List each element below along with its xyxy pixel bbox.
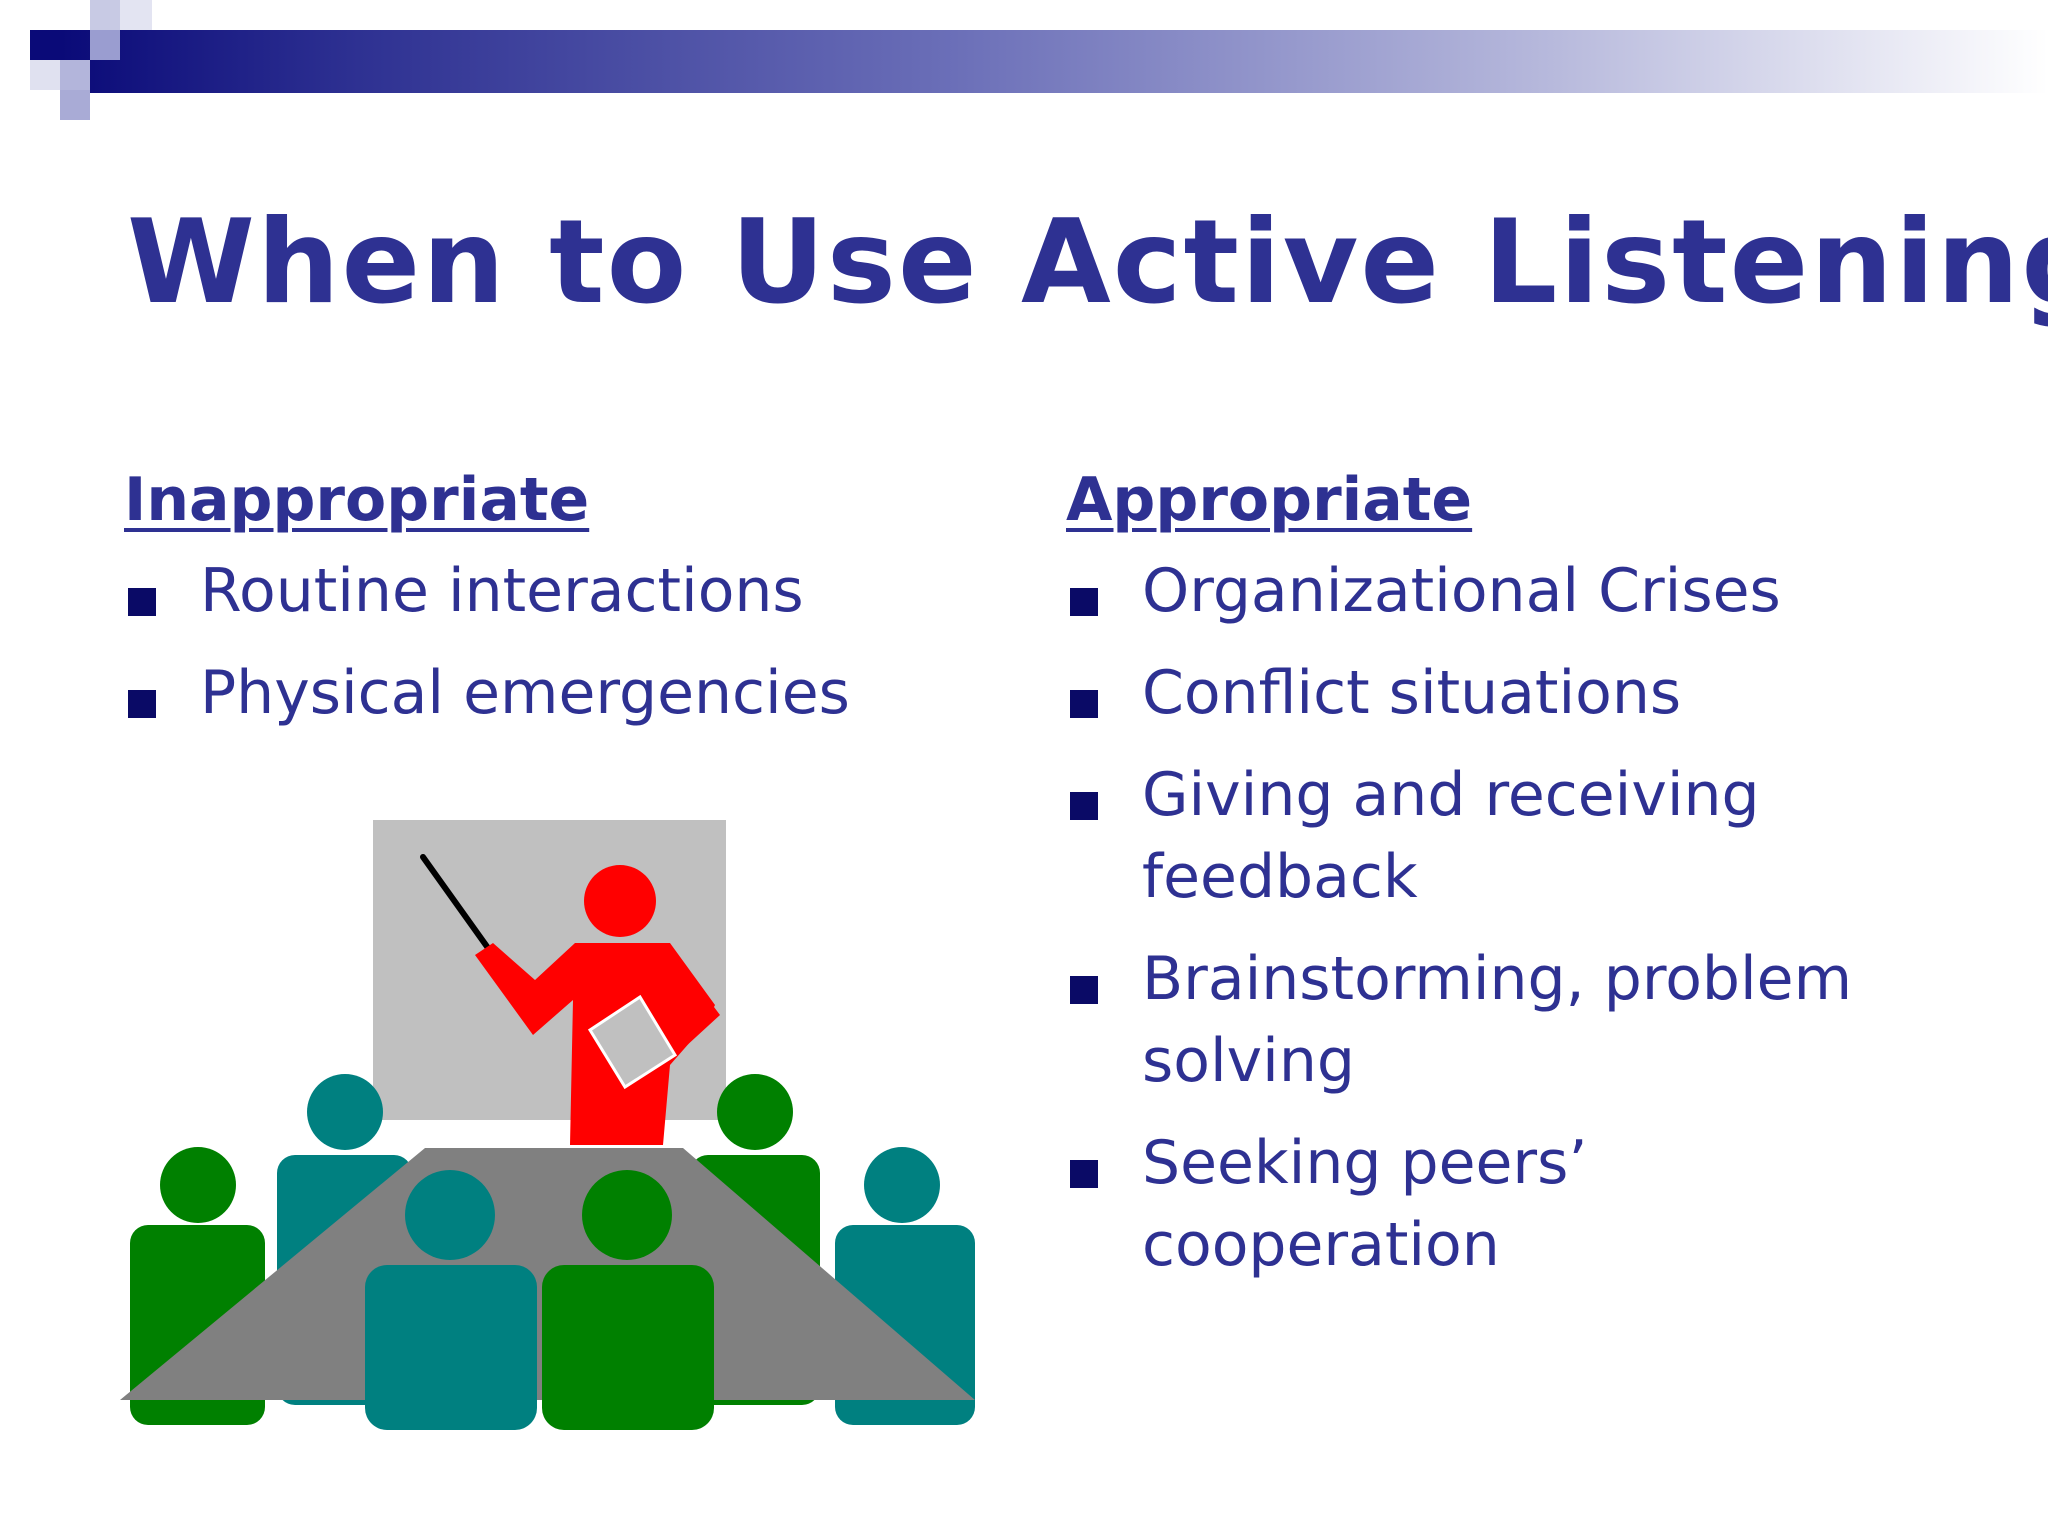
header-square-decoration — [60, 60, 90, 90]
appropriate-column: Appropriate Organizational Crises Confli… — [1066, 460, 2016, 1306]
list-item: Organizational Crises — [1066, 550, 2016, 632]
slide-title: When to Use Active Listening — [127, 195, 2048, 330]
inappropriate-column: Inappropriate Routine interactions Physi… — [124, 460, 1024, 754]
header-square-decoration — [30, 60, 60, 90]
square-bullet-icon — [1070, 1160, 1098, 1188]
header-square-decoration — [30, 30, 60, 60]
inappropriate-heading: Inappropriate — [124, 465, 590, 535]
presenter-clipboard — [587, 994, 678, 1090]
header-square-decoration — [60, 90, 90, 120]
header-square-decoration — [120, 0, 152, 30]
list-item: Seeking peers’ cooperation — [1066, 1122, 1702, 1286]
square-bullet-icon — [1070, 976, 1098, 1004]
square-bullet-icon — [1070, 792, 1098, 820]
appropriate-list: Organizational Crises Conflict situation… — [1066, 550, 2016, 1286]
inappropriate-list: Routine interactions Physical emergencie… — [124, 550, 1024, 734]
square-bullet-icon — [128, 588, 156, 616]
front-left-person — [365, 1170, 537, 1430]
header-square-decoration — [90, 0, 120, 30]
list-item: Giving and receiving feedback — [1066, 754, 1802, 918]
list-item: Routine interactions — [124, 550, 1024, 632]
list-item: Brainstorming, problem solving — [1066, 938, 1962, 1102]
square-bullet-icon — [1070, 588, 1098, 616]
header-gradient-bar — [60, 30, 2048, 93]
appropriate-heading: Appropriate — [1066, 465, 1473, 535]
pointer-stick — [420, 854, 496, 958]
list-item: Physical emergencies — [124, 652, 1024, 734]
presenter-meeting-clipart-icon — [120, 820, 975, 1430]
header-square-decoration — [90, 30, 120, 60]
square-bullet-icon — [128, 690, 156, 718]
list-item: Conflict situations — [1066, 652, 2016, 734]
front-right-person — [542, 1170, 714, 1430]
square-bullet-icon — [1070, 690, 1098, 718]
